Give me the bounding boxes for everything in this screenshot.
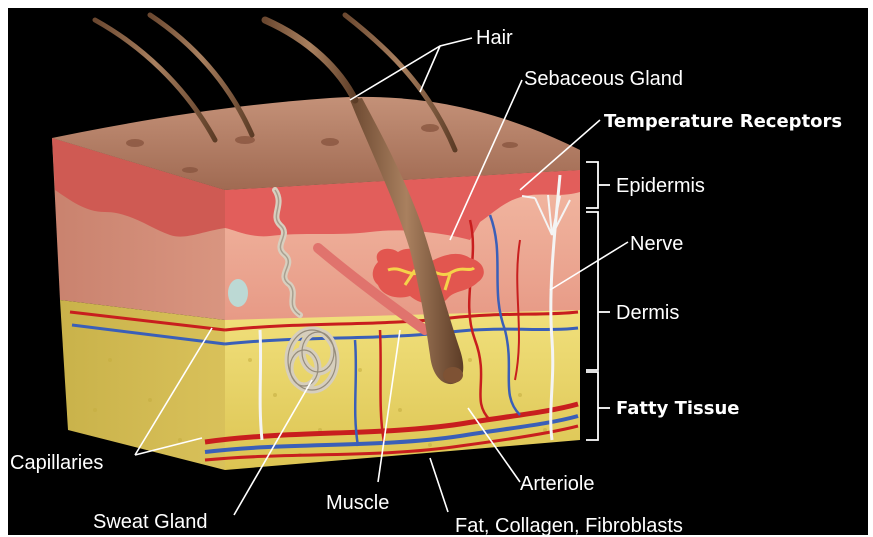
label-hair: Hair [476, 27, 513, 49]
label-fat-collagen-fibroblasts: Fat, Collagen, Fibroblasts [455, 515, 683, 537]
label-sweat-gland: Sweat Gland [93, 511, 208, 533]
label-arteriole: Arteriole [520, 473, 594, 495]
label-dermis: Dermis [616, 302, 679, 324]
nerve-fiber-2 [260, 330, 262, 440]
label-muscle: Muscle [326, 492, 389, 514]
pacinian-receptor [228, 279, 248, 307]
label-epidermis: Epidermis [616, 175, 705, 197]
hair-bulb [443, 367, 463, 383]
label-nerve: Nerve [630, 233, 683, 255]
label-fatty-tissue: Fatty Tissue [616, 398, 740, 419]
label-capillaries: Capillaries [10, 452, 103, 474]
label-sebaceous-gland: Sebaceous Gland [524, 68, 683, 90]
label-temperature-receptors: Temperature Receptors [604, 111, 842, 132]
